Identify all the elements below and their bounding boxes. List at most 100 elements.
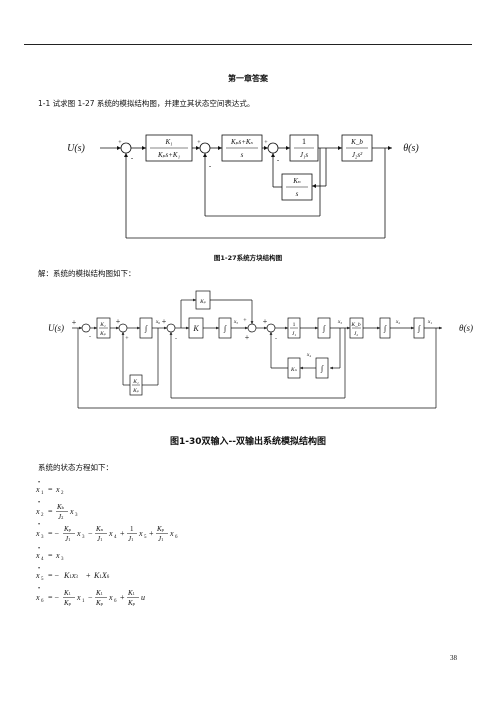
svg-text:•: • [38,566,40,572]
chapter-title: 第一章答案 [228,74,268,83]
svg-text:2: 2 [41,513,44,518]
svg-text:x: x [35,593,40,602]
svg-text:+: + [118,140,122,146]
svg-text:= −: = − [48,571,60,580]
fig2-g4-den: J₂ [354,331,358,337]
svg-text:Kp: Kp [63,599,72,607]
svg-text:K1x3: K1x3 [63,571,78,580]
svg-text:x: x [35,529,40,538]
svg-text:Kp: Kp [95,599,104,607]
fig1-block4-den: J₂s² [352,151,363,159]
svg-text:+: + [120,593,125,602]
svg-text:•: • [38,522,40,528]
fig2-x6-label: x₆ [155,319,160,325]
svg-text:+: + [245,333,250,342]
fig1-block1-den: Kₚs+K₁ [157,151,180,159]
header-rule [24,44,472,45]
fig2-x2-label: x₂ [395,319,400,325]
fig1-input-label: U(s) [67,143,85,154]
svg-text:x: x [108,529,113,538]
svg-text:x: x [55,551,60,560]
fig2-x1-label: x₁ [427,319,432,325]
svg-text:+: + [86,571,91,580]
svg-text:4: 4 [114,535,117,540]
svg-text:+: + [264,140,268,146]
svg-text:•: • [38,500,40,506]
svg-text:−: − [88,529,93,538]
fig2-integrator-1: ∫ [144,324,148,333]
question-text: 1-1 试求图 1-27 系统的模拟结构图，并建立其状态空间表达式。 [38,99,255,108]
svg-text:=: = [48,485,53,494]
page-number: 38 [450,654,457,662]
svg-text:1: 1 [41,491,44,496]
fig2-gk1-den: Kₚ [132,388,140,394]
svg-text:x: x [138,529,143,538]
svg-text:K1: K1 [127,589,135,597]
svg-text:6: 6 [114,599,117,604]
svg-text:•: • [38,586,40,592]
fig2-x3-label: x₃ [337,319,342,325]
svg-text:x: x [35,485,40,494]
svg-text:x: x [35,551,40,560]
svg-text:x: x [35,571,40,580]
svg-text:Kp: Kp [127,599,136,607]
fig2-integrator-3: ∫ [322,324,326,333]
svg-text:6: 6 [175,535,178,540]
svg-text:+: + [263,317,268,326]
fig2-g1-num: K₁ [99,322,106,328]
svg-text:-: - [131,154,134,162]
svg-text:6: 6 [41,599,44,604]
fig2-kn-block: Kₙ [290,367,297,373]
svg-text:+: + [120,529,125,538]
fig2-kp-block: Kₚ [199,299,207,305]
equations-intro: 系统的状态方程如下： [38,463,113,472]
fig2-gk1-num: K₁ [132,379,139,385]
fig1-block2-num: Kₚs+Kₛ [230,138,254,146]
answer-intro: 解：系统的模拟结构图如下： [38,269,136,278]
svg-text:= −: = − [48,593,60,602]
svg-text:J1: J1 [97,535,102,543]
svg-text:•: • [38,546,40,552]
svg-text:x: x [55,485,60,494]
fig2-integrator-5: ∫ [417,324,421,333]
svg-text:+: + [162,317,167,326]
svg-text:-: - [277,156,280,164]
svg-text:+: + [116,317,121,326]
svg-text:= −: = − [48,529,60,538]
fig2-integrator-6: ∫ [320,364,324,373]
svg-text:=: = [48,507,53,516]
fig1-output-label: θ(s) [403,143,419,154]
svg-text:x: x [76,593,81,602]
svg-text:x: x [169,529,174,538]
fig2-integrator-2: ∫ [223,324,227,333]
fig2-g4-num: K_b [350,322,360,328]
svg-text:+: + [125,336,129,342]
svg-text:J1: J1 [65,535,70,543]
fig2-g3-den: J₁ [292,331,296,337]
svg-text:+: + [149,529,154,538]
svg-text:+: + [197,140,201,146]
svg-text:•: • [38,480,40,486]
svg-text:J1: J1 [158,535,163,543]
svg-text:x: x [76,529,81,538]
fig1-block1-num: K₁ [164,138,172,146]
svg-text:3: 3 [61,557,64,562]
svg-text:K1X6: K1X6 [93,571,110,580]
svg-text:5: 5 [144,535,147,540]
svg-text:Kn: Kn [95,525,104,533]
svg-text:x: x [69,507,74,516]
svg-text:3: 3 [82,535,85,540]
svg-text:J2: J2 [58,513,63,521]
fig2-g1-den: Kₚ [99,331,107,337]
svg-text:-: - [89,334,91,340]
fig1-block3-num: 1 [302,137,306,146]
svg-text:-: - [209,162,212,170]
fig1-block3-den: J₁s [300,151,309,159]
fig1-block4-num: K_b [350,138,363,146]
svg-text:u: u [141,593,145,602]
svg-text:1: 1 [130,525,134,533]
svg-text:K1: K1 [95,589,103,597]
svg-text:-: - [275,336,277,342]
svg-text:2: 2 [61,491,64,496]
